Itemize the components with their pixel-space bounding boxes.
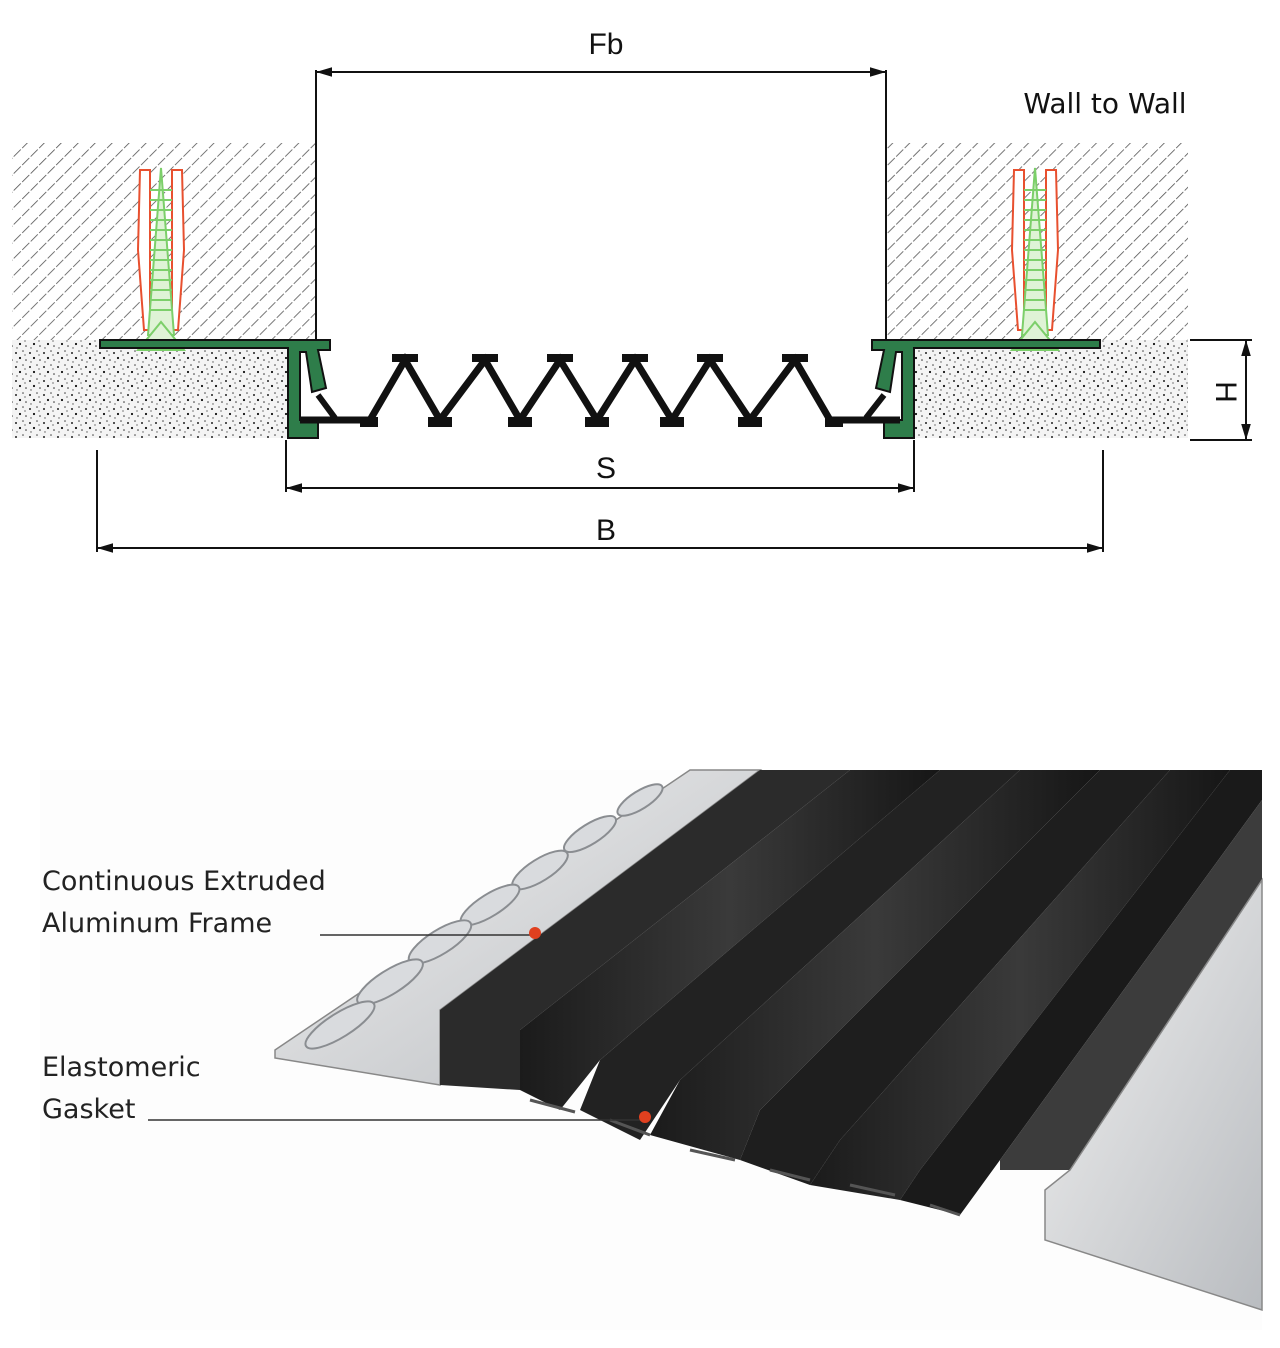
elastomeric-gasket-section [300, 353, 900, 427]
dimension-label-b: B [596, 514, 616, 547]
anchor-screw-left-icon [135, 167, 187, 351]
dimension-fb [315, 67, 887, 340]
concrete-left [12, 340, 290, 438]
dimension-b [96, 450, 1104, 553]
label-frame-line2: Aluminum Frame [42, 908, 272, 939]
label-gasket-line1: Elastomeric [42, 1052, 201, 1083]
product-rendering [40, 769, 1263, 1330]
label-frame-line1: Continuous Extruded [42, 866, 326, 897]
dimension-h [1190, 339, 1252, 441]
label-gasket-line2: Gasket [42, 1094, 135, 1125]
anchor-screw-right-icon [1009, 167, 1061, 351]
concrete-right [912, 340, 1188, 438]
dimension-label-s: S [596, 452, 616, 485]
dimension-label-fb: Fb [588, 28, 623, 61]
leader-frame [320, 927, 541, 939]
frame-right [871, 339, 1101, 439]
dimension-s [285, 440, 915, 493]
dimension-label-h: H [1209, 381, 1242, 403]
frame-left [99, 339, 331, 439]
diagram-title: Wall to Wall [1023, 87, 1186, 120]
leader-gasket [148, 1111, 651, 1123]
